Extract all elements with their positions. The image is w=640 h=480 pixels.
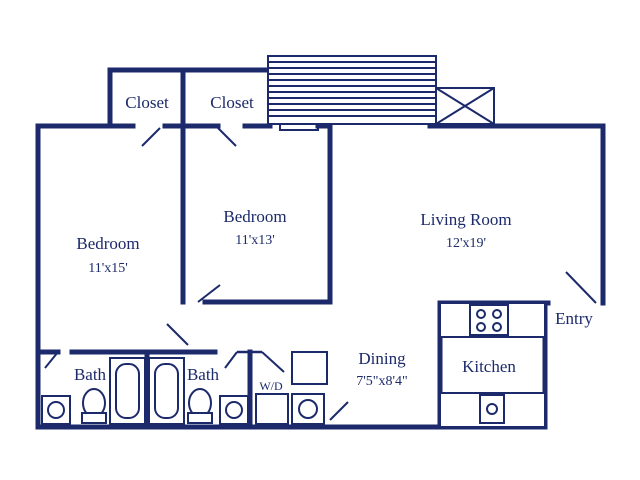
washer-dryer-icon [255, 393, 289, 425]
bedroom-right-size: 11'x13' [235, 233, 275, 248]
doors [44, 127, 597, 421]
sink-icon [479, 394, 505, 424]
dining-size: 7'5"x8'4" [356, 374, 407, 389]
entry-label: Entry [555, 309, 593, 328]
bedroom-left-size: 11'x15' [88, 261, 128, 276]
stove-icon [469, 304, 509, 336]
tub-icon [109, 357, 146, 425]
water-heater-icon [291, 393, 325, 425]
tub-icon [148, 357, 185, 425]
bath-right-label: Bath [187, 365, 220, 384]
bedroom-right-label: Bedroom [223, 207, 286, 226]
balcony-door [279, 123, 319, 131]
toilet-icon [187, 388, 213, 424]
kitchen-label: Kitchen [462, 357, 516, 376]
closet-left-label: Closet [125, 93, 169, 112]
closets [107, 67, 273, 129]
bath-walls [35, 349, 328, 430]
sink-icon [41, 395, 71, 425]
living-room-size: 12'x19' [446, 236, 486, 251]
bath-left-label: Bath [74, 365, 107, 384]
sink-icon [219, 395, 249, 425]
stair-icon [267, 55, 437, 125]
bedroom-left-label: Bedroom [76, 234, 139, 253]
closet-right-label: Closet [210, 93, 254, 112]
toilet-icon [81, 388, 107, 424]
dining-label: Dining [358, 349, 406, 368]
washer-dryer-label: W/D [259, 379, 283, 393]
bedroom-walls [180, 123, 333, 305]
storage-x-icon [435, 87, 495, 125]
living-room-label: Living Room [420, 210, 511, 229]
